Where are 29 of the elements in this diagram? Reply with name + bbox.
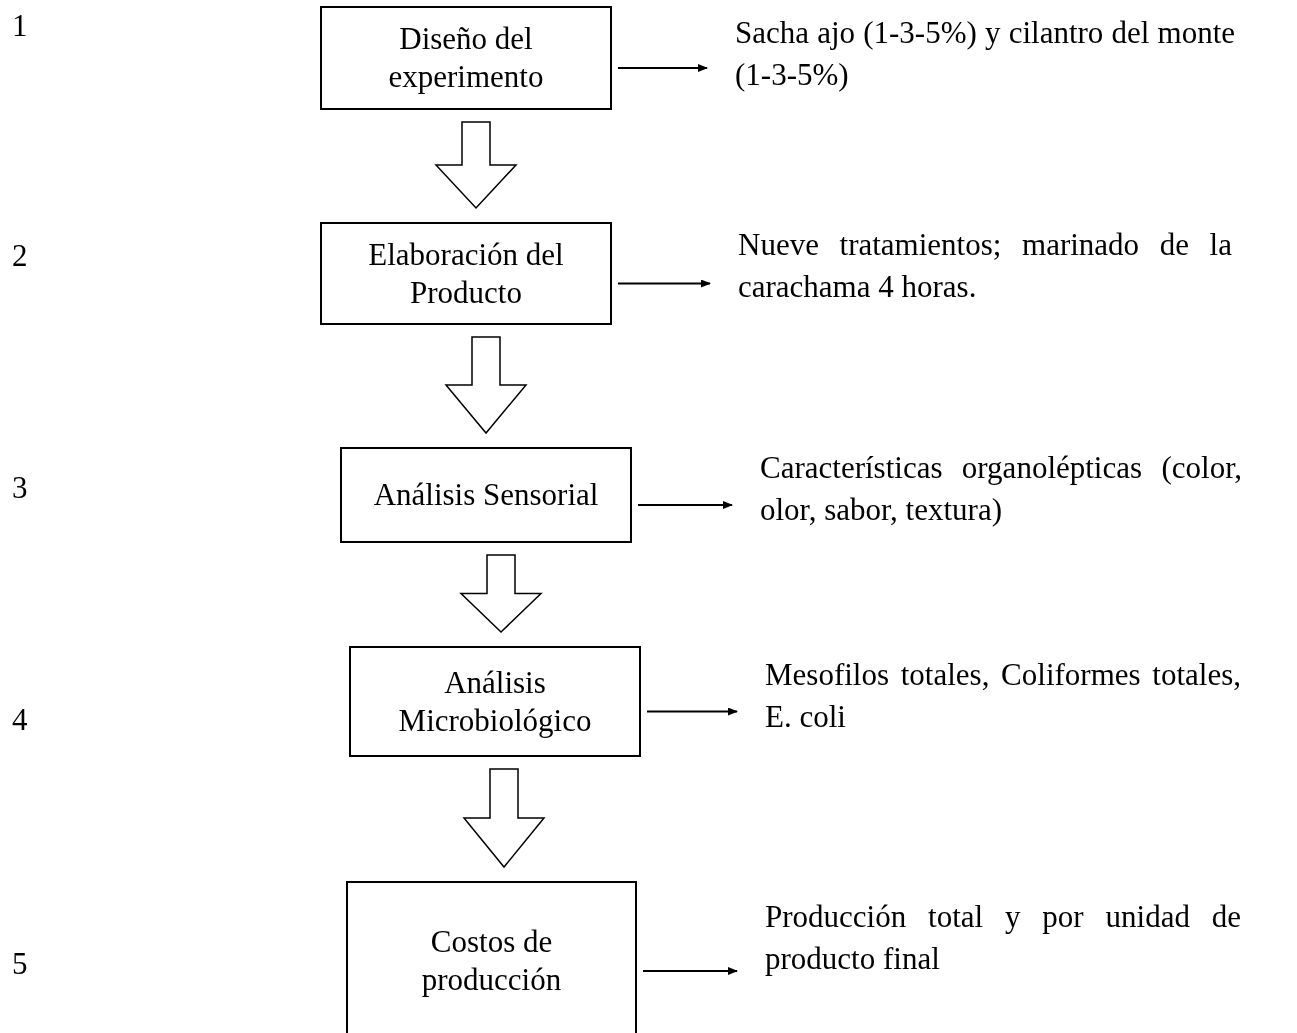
step-number: 1	[12, 8, 28, 44]
block-arrow	[434, 121, 518, 210]
process-box	[346, 881, 637, 1033]
process-box	[320, 6, 612, 110]
step-label: Elaboración del Producto	[367, 235, 565, 312]
step-number: 5	[12, 946, 28, 982]
step-number: 2	[12, 238, 28, 274]
arrow	[642, 967, 738, 975]
block-arrow	[444, 336, 528, 435]
block-arrow	[459, 554, 543, 634]
step-number: 3	[12, 470, 28, 506]
process-box	[340, 447, 632, 543]
description-text: Características organolépticas (color, olor, sabor, textura)	[760, 447, 1242, 531]
step-label: Análisis Sensorial	[372, 476, 600, 514]
arrow	[646, 707, 738, 716]
description-text: Nueve tratamientos; marinado de la carachama 4 horas.	[738, 224, 1232, 308]
step-label: Análisis Microbiológico	[397, 663, 593, 740]
process-box	[320, 222, 612, 325]
step-label: Diseño del experimento	[387, 20, 545, 96]
arrow	[617, 64, 708, 72]
process-box	[349, 646, 641, 757]
arrow	[617, 279, 711, 288]
block-arrow	[462, 768, 546, 869]
description-text: Sacha ajo (1-3-5%) y cilantro del monte (1-3-5%)	[735, 12, 1235, 96]
arrow	[637, 501, 733, 509]
step-label: Costos de producción	[420, 923, 563, 999]
description-text: Producción total y por unidad de producto final	[765, 896, 1241, 980]
step-number: 4	[12, 702, 28, 738]
description-text: Mesofilos totales, Coliformes totales, E. coli	[765, 654, 1241, 738]
